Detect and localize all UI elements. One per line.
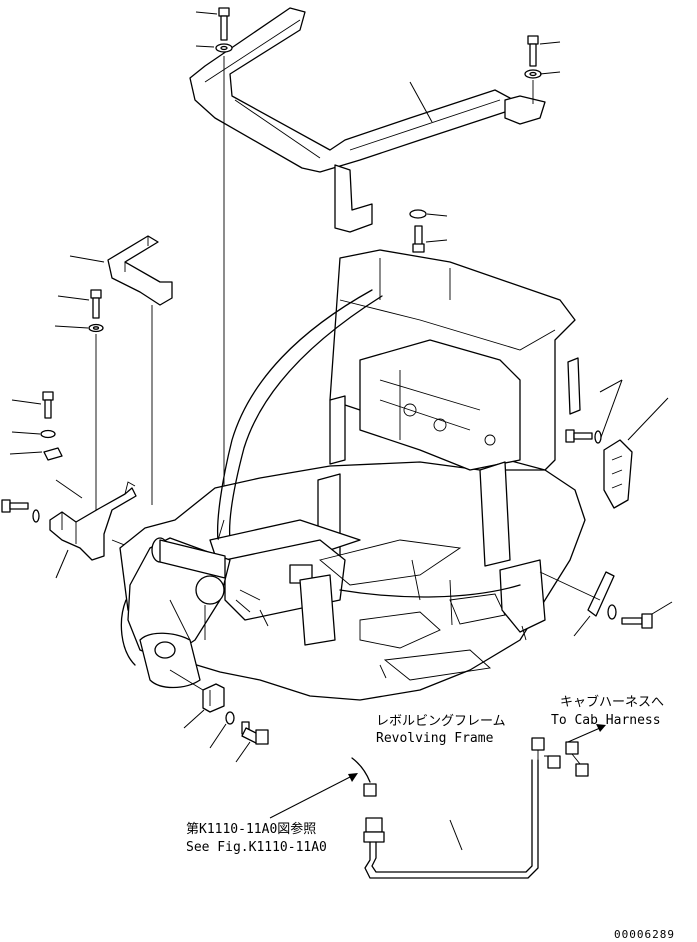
drawing-number: 00006289 — [614, 928, 675, 941]
wire-harness — [351, 737, 589, 879]
right-harness-clip — [603, 439, 633, 509]
bolt-left-1 — [88, 289, 104, 333]
frame-label-en: Revolving Frame — [376, 731, 494, 746]
bolt-bottom — [225, 711, 269, 745]
right-top-clip — [567, 357, 581, 415]
bolt-top-2 — [524, 35, 542, 79]
harness-arrow — [567, 724, 606, 743]
bolt-right-mid — [565, 429, 602, 444]
bottom-clamp — [202, 683, 225, 713]
left-clamp-bracket — [107, 235, 173, 306]
frame-label-jp: レボルビングフレーム — [376, 714, 506, 729]
reference-arrow — [269, 773, 358, 819]
harness-label-jp: キャブハーネスへ — [560, 694, 664, 710]
harness-label-en: To Cab Harness — [551, 713, 661, 728]
bolt-mid-right — [409, 209, 427, 253]
upper-bracket — [189, 7, 546, 233]
reference-label-en: See Fig.K1110-11A0 — [186, 840, 327, 855]
bolt-left-horizontal — [1, 499, 40, 523]
bolt-top-1 — [215, 7, 233, 53]
bolt-left-2 — [40, 391, 63, 461]
revolving-frame — [119, 249, 586, 701]
left-harness-bracket — [49, 481, 137, 561]
right-bottom-clip — [587, 571, 653, 629]
reference-label-jp: 第K1110-11A0図参照 — [186, 821, 316, 837]
